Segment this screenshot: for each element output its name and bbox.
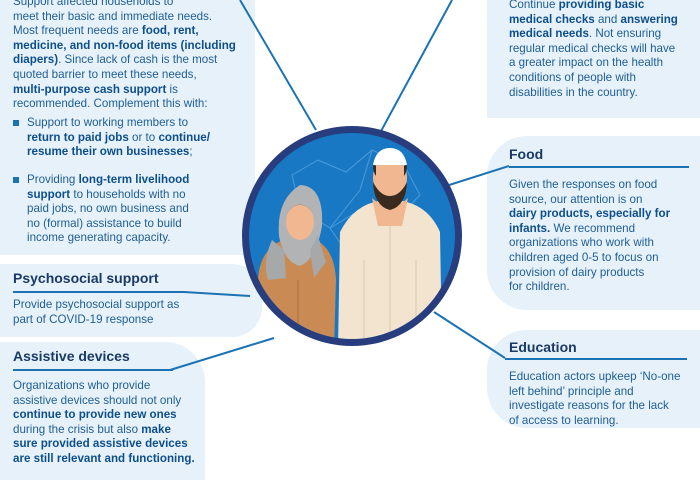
food-panel bbox=[487, 136, 700, 310]
bullet-return-to-jobs: Support to working members to return to … bbox=[13, 116, 243, 160]
cash-paragraph: Support affected households to meet thei… bbox=[13, 0, 253, 112]
cash-line-6: quoted barrier to meet these needs, bbox=[13, 67, 197, 81]
education-panel bbox=[487, 330, 700, 428]
education-paragraph: Education actors upkeep ‘No-one left beh… bbox=[509, 370, 681, 427]
psychosocial-rule bbox=[13, 291, 185, 293]
assistive-panel bbox=[0, 342, 205, 480]
education-title: Education bbox=[509, 339, 577, 355]
food-paragraph: Given the responses on food source, our … bbox=[509, 178, 671, 294]
psychosocial-panel bbox=[0, 264, 262, 337]
assistive-rule bbox=[13, 369, 173, 371]
health-paragraph: Continue providing basic medical checks … bbox=[509, 0, 678, 99]
education-rule bbox=[505, 358, 687, 360]
cash-line-8: recommended. Complement this with: bbox=[13, 97, 208, 111]
cash-line-4: medicine, and non-food items (including bbox=[13, 38, 236, 52]
cash-line-1: Support affected households to bbox=[13, 0, 174, 8]
education-connector-line bbox=[433, 311, 506, 359]
cash-line-2: meet their basic and immediate needs. bbox=[13, 9, 213, 23]
cash-panel bbox=[0, 0, 255, 255]
assistive-title: Assistive devices bbox=[13, 348, 130, 364]
cash-line-5: diapers). Since lack of cash is the most bbox=[13, 53, 218, 67]
psychosocial-title: Psychosocial support bbox=[13, 270, 159, 286]
cash-line-3: Most frequent needs are food, rent, bbox=[13, 24, 199, 38]
psychosocial-paragraph: Provide psychosocial support as part of … bbox=[13, 298, 180, 326]
health-panel bbox=[487, 0, 700, 118]
cash-line-7: multi-purpose cash support is bbox=[13, 82, 178, 96]
assistive-paragraph: Organizations who provide assistive devi… bbox=[13, 379, 195, 465]
food-connector-line bbox=[445, 165, 510, 187]
health-connector-line bbox=[379, 0, 453, 134]
cash-connector-line bbox=[239, 0, 317, 131]
psychosocial-connector-line bbox=[183, 291, 251, 297]
food-rule bbox=[509, 166, 689, 168]
assistive-connector-line bbox=[169, 337, 275, 371]
food-title: Food bbox=[509, 146, 544, 162]
bullet-long-term-livelihood: Providing long-term livelihood support t… bbox=[13, 173, 243, 246]
